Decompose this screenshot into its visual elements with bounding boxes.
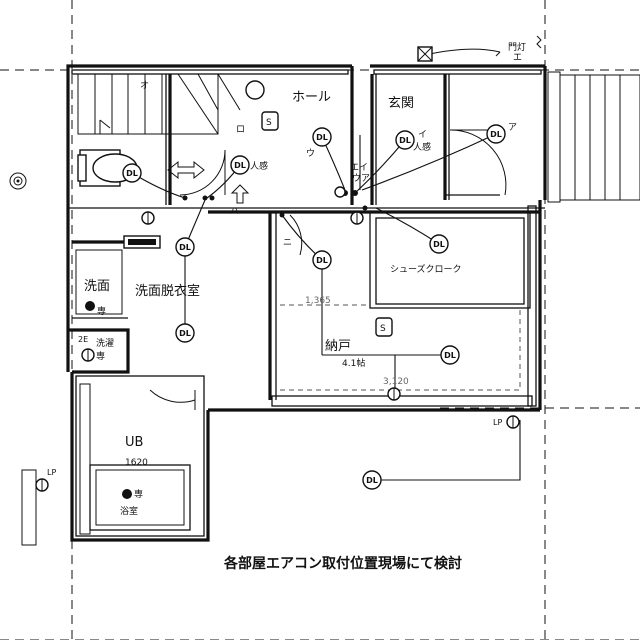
- downlight-washroom-1: [175, 237, 195, 257]
- svg-text:DL: DL: [316, 256, 328, 265]
- switch-symbols: [261, 111, 393, 337]
- vanity-dedicated-label: 専: [97, 305, 106, 317]
- staircase: [77, 73, 241, 135]
- bath-tub: [79, 383, 191, 535]
- dimensions: 1,365 3,120: [305, 296, 409, 387]
- svg-text:DL: DL: [366, 476, 378, 485]
- svg-text:DL: DL: [126, 169, 138, 178]
- compass-mark: [9, 172, 27, 190]
- svg-text:オ: オ: [140, 80, 149, 91]
- room-hall: ホール: [292, 90, 331, 105]
- svg-text:DL: DL: [179, 243, 191, 252]
- svg-text:人感: 人感: [250, 160, 268, 172]
- svg-text:人感: 人感: [413, 141, 431, 153]
- room-storage-size: 4.1帖: [342, 357, 365, 369]
- downlight-entrance: [395, 130, 415, 150]
- downlight-corridor: [230, 155, 250, 175]
- arrows: [167, 160, 250, 204]
- downlight-exterior: [362, 470, 382, 490]
- svg-text:ウ: ウ: [306, 148, 315, 159]
- downlight-porch: [486, 124, 506, 144]
- gate-light-label: 門灯: [508, 42, 526, 53]
- svg-text:DL: DL: [179, 329, 191, 338]
- svg-text:DL: DL: [444, 351, 456, 360]
- svg-text:LP: LP: [493, 418, 502, 427]
- light-code-labels: ウ イ ア オ 人感 人感 エイ ウア ロ ハ ニ LP LP: [47, 80, 517, 477]
- room-entrance: 玄関: [388, 96, 414, 111]
- room-labels: ホール 玄関 洗面脱衣室 シューズクローク 納戸 4.1帖 UB 1620 洗面: [84, 90, 462, 468]
- porch-steps: [547, 71, 640, 203]
- downlight-shoe-closet: [429, 234, 449, 254]
- downlight-symbols: [122, 124, 506, 490]
- outer-walls: [66, 64, 547, 542]
- washer-code-label: 2E: [78, 335, 88, 344]
- fixture-labels: 門灯 エ 浴室 専 専 洗濯 専 2E S S: [78, 42, 526, 517]
- downlight-toilet: [122, 163, 142, 183]
- svg-text:ウア: ウア: [352, 173, 370, 184]
- bath-outlet-label: 浴室: [120, 505, 138, 517]
- svg-text:DL: DL: [234, 161, 246, 170]
- outlets: [85, 301, 132, 499]
- room-washroom: 洗面脱衣室: [135, 283, 200, 299]
- washer-dedicated-label: 専: [96, 350, 105, 362]
- dashed-details: [21, 304, 521, 546]
- bath-dedicated-label: 専: [134, 488, 143, 500]
- downlight-storage: [312, 250, 332, 270]
- svg-text:ロ: ロ: [236, 125, 245, 135]
- aircon-note: 各部屋エアコン取付位置現場にて検討: [223, 555, 462, 572]
- svg-text:ハ: ハ: [230, 207, 239, 217]
- svg-text:DL: DL: [316, 133, 328, 142]
- hall-switch-label: S: [266, 118, 272, 128]
- dimension-1: 1,365: [305, 296, 331, 306]
- storage-switch-label: S: [380, 324, 386, 334]
- washer-outlet-label: 洗濯: [96, 337, 114, 349]
- svg-text:イ: イ: [418, 130, 427, 140]
- svg-text:ニ: ニ: [283, 238, 292, 248]
- switch-dots: [182, 190, 368, 218]
- downlight-washroom-2: [175, 323, 195, 343]
- downlight-storage-2: [440, 345, 460, 365]
- room-unit-bath-size: 1620: [125, 458, 148, 468]
- interior-walls: [68, 74, 531, 400]
- vanity-fixtures: [75, 235, 161, 315]
- svg-text:DL: DL: [433, 240, 445, 249]
- svg-text:DL: DL: [490, 130, 502, 139]
- room-vanity: 洗面: [84, 279, 110, 294]
- svg-text:DL: DL: [399, 136, 411, 145]
- gate-light-code: エ: [513, 53, 522, 63]
- room-shoe-closet: シューズクローク: [390, 263, 462, 275]
- room-unit-bath: UB: [125, 435, 143, 450]
- room-storage: 納戸: [325, 339, 351, 354]
- gate-light: [417, 35, 542, 62]
- svg-text:エイ: エイ: [350, 163, 368, 173]
- dimension-2: 3,120: [383, 377, 409, 387]
- svg-text:LP: LP: [47, 468, 56, 477]
- bracket-lights: [35, 80, 520, 492]
- downlight-hall: [312, 127, 332, 147]
- downlight-labels: DL DL DL DL DL DL DL DL DL DL DL: [126, 130, 502, 485]
- svg-text:ア: ア: [508, 123, 517, 133]
